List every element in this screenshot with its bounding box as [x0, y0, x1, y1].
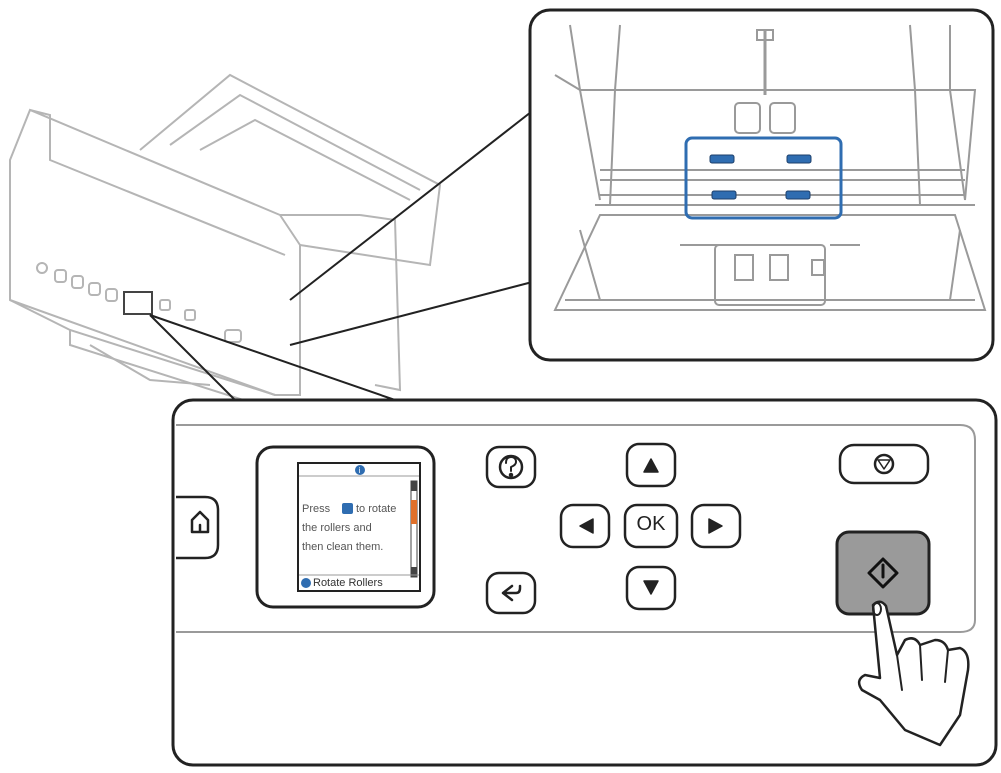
roller-pad-bottom-left: [711, 190, 737, 200]
scanner-lcd-miniature: [123, 291, 153, 315]
stop-icon: [873, 453, 895, 475]
power-button: [36, 262, 48, 274]
up-button[interactable]: [625, 442, 677, 488]
ok-button[interactable]: [623, 503, 679, 549]
callout-line-lower-b: [149, 314, 396, 401]
roller-pad-top-left: [709, 154, 735, 164]
lcd-text-to-rotate: to rotate: [356, 503, 397, 515]
lcd-footer-start-icon: [301, 578, 311, 588]
callout-line-upper-a: [289, 104, 541, 301]
lcd-scrollbar[interactable]: [410, 480, 418, 578]
lcd-inline-start-icon: [342, 503, 353, 514]
home-button-frame[interactable]: [176, 495, 220, 560]
roller-pad-bottom-right: [785, 190, 811, 200]
lcd-footer-label[interactable]: Rotate Rollers: [313, 577, 383, 589]
interior-zoom-frame: [528, 8, 995, 362]
up-arrow-icon: [643, 458, 659, 473]
roller-pad-top-right: [786, 154, 812, 164]
lcd-screen: [297, 462, 421, 592]
lcd-info-icon: [355, 465, 365, 475]
right-arrow-icon: [708, 518, 723, 534]
back-button[interactable]: [485, 571, 537, 615]
lcd-text-line3: then clean them.: [302, 541, 384, 553]
down-arrow-icon: [643, 580, 659, 595]
home-icon: [190, 510, 210, 534]
lcd-bezel: [255, 445, 436, 609]
right-button[interactable]: [690, 503, 742, 549]
control-panel-frame: [171, 398, 998, 767]
callout-line-upper-b: [289, 279, 541, 346]
scanner-input-tray: [139, 73, 442, 267]
down-button[interactable]: [625, 565, 677, 611]
help-button[interactable]: [485, 445, 537, 489]
scanner-body: [9, 108, 301, 396]
roller-highlight-box: [684, 136, 843, 220]
stop-button[interactable]: [838, 443, 930, 485]
lcd-scrollbar-thumb[interactable]: [411, 500, 417, 524]
callout-line-lower-a: [149, 314, 236, 401]
svg-text:i: i: [359, 466, 361, 475]
control-panel-face: [176, 424, 976, 633]
left-button[interactable]: [559, 503, 611, 549]
lcd-text-line2: the rollers and: [302, 522, 372, 534]
lcd-text-press: Press: [302, 503, 331, 515]
help-icon: [498, 454, 524, 480]
ok-button-label: OK: [636, 513, 666, 535]
left-arrow-icon: [579, 518, 594, 534]
back-arrow-icon: [501, 584, 522, 602]
start-icon: [867, 557, 899, 589]
pointing-hand-icon: [857, 600, 970, 747]
